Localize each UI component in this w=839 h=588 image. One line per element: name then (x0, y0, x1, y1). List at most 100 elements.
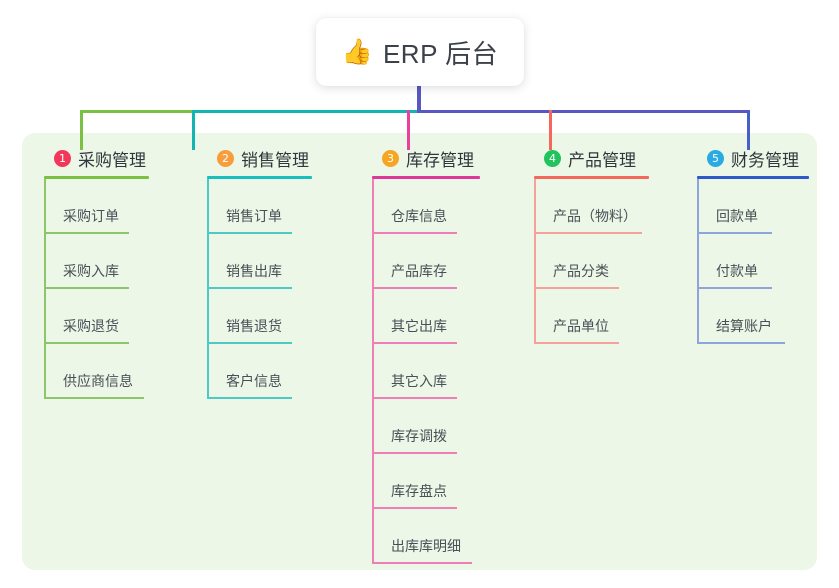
leaf-node[interactable]: 客户信息 (207, 344, 348, 399)
leaf-rule (44, 232, 129, 234)
leaf-stem (534, 234, 536, 289)
leaf-node[interactable]: 其它出库 (372, 289, 518, 344)
leaf-label: 销售退货 (226, 318, 282, 334)
leaf-node[interactable]: 采购退货 (44, 289, 185, 344)
leaf-label: 回款单 (716, 208, 758, 224)
branch-rule-4 (534, 176, 649, 179)
leaf-rule (44, 342, 129, 344)
branch-header-3[interactable]: 3 库存管理 (368, 145, 518, 171)
leaf-node[interactable]: 采购订单 (44, 179, 185, 234)
leaf-label: 结算账户 (716, 318, 772, 334)
branch-column-3: 3 库存管理 仓库信息 产品库存 其它出库 其它入库 库存调拨 (368, 145, 518, 564)
root-stem-connector (417, 86, 421, 112)
leaf-label: 采购入库 (63, 263, 119, 279)
leaf-rule (534, 287, 619, 289)
branch-leaves-1: 采购订单 采购入库 采购退货 供应商信息 (44, 179, 185, 399)
leaf-stem (207, 289, 209, 344)
leaf-label: 其它入库 (391, 373, 447, 389)
leaf-rule (534, 342, 619, 344)
branch-badge-4: 4 (544, 149, 561, 167)
branch-header-1[interactable]: 1 采购管理 (40, 145, 185, 171)
bus-segment-teal (192, 110, 418, 113)
leaf-rule (207, 342, 292, 344)
branch-title-4: 产品管理 (568, 150, 636, 170)
leaf-label: 库存调拨 (391, 428, 447, 444)
root-node-label: ERP 后台 (382, 38, 499, 69)
leaf-node[interactable]: 采购入库 (44, 234, 185, 289)
branch-badge-3: 3 (382, 149, 399, 167)
branch-badge-2: 2 (217, 149, 234, 167)
leaf-rule (372, 342, 457, 344)
leaf-label: 供应商信息 (63, 373, 133, 389)
leaf-stem (372, 234, 374, 289)
leaf-node[interactable]: 产品单位 (534, 289, 690, 344)
branch-column-5: 5 财务管理 回款单 付款单 结算账户 (693, 145, 833, 344)
leaf-label: 付款单 (716, 263, 758, 279)
leaf-node[interactable]: 出库库明细 (372, 509, 518, 564)
leaf-stem (372, 454, 374, 509)
drop-stem-col-3 (407, 110, 410, 150)
leaf-node[interactable]: 付款单 (697, 234, 833, 289)
leaf-label: 产品（物料） (553, 208, 637, 224)
leaf-stem (207, 234, 209, 289)
leaf-stem (372, 179, 374, 234)
branch-title-5: 财务管理 (731, 150, 799, 170)
leaf-stem (44, 234, 46, 289)
leaf-node[interactable]: 产品（物料） (534, 179, 690, 234)
leaf-stem (534, 179, 536, 234)
branch-header-4[interactable]: 4 产品管理 (530, 145, 690, 171)
leaf-stem (207, 344, 209, 399)
leaf-stem (44, 344, 46, 399)
leaf-label: 其它出库 (391, 318, 447, 334)
thumbs-up-icon: 👍 (341, 37, 373, 66)
leaf-stem (207, 179, 209, 234)
diagram-panel (22, 133, 817, 570)
leaf-label: 产品单位 (553, 318, 609, 334)
drop-stem-col-1 (80, 110, 83, 150)
root-node[interactable]: 👍 ERP 后台 (316, 18, 524, 86)
branch-rule-5 (697, 176, 809, 179)
branch-column-2: 2 销售管理 销售订单 销售出库 销售退货 客户信息 (203, 145, 348, 399)
leaf-node[interactable]: 库存盘点 (372, 454, 518, 509)
leaf-node[interactable]: 回款单 (697, 179, 833, 234)
leaf-rule (207, 232, 292, 234)
leaf-stem (697, 179, 699, 234)
branch-title-3: 库存管理 (406, 150, 474, 170)
leaf-node[interactable]: 供应商信息 (44, 344, 185, 399)
leaf-label: 库存盘点 (391, 483, 447, 499)
leaf-node[interactable]: 库存调拨 (372, 399, 518, 454)
leaf-stem (372, 509, 374, 564)
leaf-node[interactable]: 其它入库 (372, 344, 518, 399)
leaf-rule (372, 397, 457, 399)
leaf-rule (697, 287, 772, 289)
leaf-rule (372, 287, 457, 289)
leaf-rule (44, 287, 129, 289)
leaf-rule (207, 287, 292, 289)
branch-rule-2 (207, 176, 312, 179)
leaf-stem (44, 179, 46, 234)
leaf-stem (697, 234, 699, 289)
branch-leaves-3: 仓库信息 产品库存 其它出库 其它入库 库存调拨 库存盘点 (372, 179, 518, 564)
branch-title-1: 采购管理 (78, 150, 146, 170)
leaf-node[interactable]: 销售出库 (207, 234, 348, 289)
branch-title-2: 销售管理 (241, 150, 309, 170)
branch-badge-5: 5 (707, 149, 724, 167)
leaf-node[interactable]: 销售订单 (207, 179, 348, 234)
branch-header-5[interactable]: 5 财务管理 (693, 145, 833, 171)
leaf-label: 产品库存 (391, 263, 447, 279)
leaf-node[interactable]: 销售退货 (207, 289, 348, 344)
leaf-rule (207, 397, 292, 399)
leaf-node[interactable]: 产品库存 (372, 234, 518, 289)
leaf-label: 采购订单 (63, 208, 119, 224)
branch-rule-3 (372, 176, 480, 179)
leaf-node[interactable]: 仓库信息 (372, 179, 518, 234)
leaf-node[interactable]: 结算账户 (697, 289, 833, 344)
leaf-rule (697, 232, 772, 234)
branch-header-2[interactable]: 2 销售管理 (203, 145, 348, 171)
leaf-label: 仓库信息 (391, 208, 447, 224)
leaf-node[interactable]: 产品分类 (534, 234, 690, 289)
leaf-label: 出库库明细 (391, 538, 461, 554)
branch-badge-1: 1 (54, 149, 71, 167)
bus-segment-green (80, 110, 193, 113)
drop-stem-col-4 (549, 110, 552, 150)
